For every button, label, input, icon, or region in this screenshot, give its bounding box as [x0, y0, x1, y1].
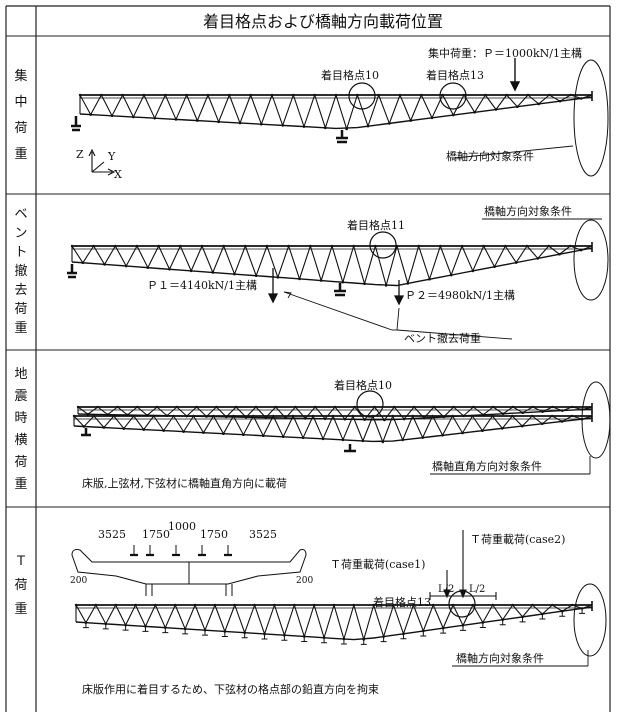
note-row3: 床版,上弦材,下弦材に橋軸直角方向に載荷 [82, 476, 287, 490]
label-node13-row1: 着目格点13 [426, 68, 484, 82]
axis-triad [88, 148, 116, 176]
table-frame [5, 5, 611, 712]
dim-1750-b: 1750 [200, 528, 228, 541]
focus-circle-node10 [348, 82, 376, 110]
focus-circle-node10-row3 [356, 390, 384, 418]
label-case1: Ｔ荷重載荷(case1) [330, 557, 425, 571]
dim-1000: 1000 [168, 520, 196, 533]
leader-lines-bent [283, 291, 513, 340]
deck-cross-section [71, 545, 307, 596]
condition-ellipse-row3 [581, 381, 611, 459]
truss-row2 [70, 242, 593, 287]
axis-label-z: Z [76, 148, 84, 161]
supports-row1 [71, 116, 348, 144]
label-half-b: L/2 [469, 584, 485, 595]
truss-row1 [78, 91, 593, 131]
focus-circle-node11 [369, 231, 397, 259]
condition-ellipse-row1 [573, 59, 609, 177]
label-half-a: L/2 [438, 584, 454, 595]
axis-label-x: X [114, 168, 122, 181]
load-arrows-bent [267, 268, 405, 306]
label-node11-row2: 着目格点11 [347, 218, 405, 232]
condition-ellipse-row4 [573, 583, 607, 657]
label-condition-row3: 橋軸直角方向対象条件 [432, 459, 542, 473]
label-case2: Ｔ荷重載荷(case2) [470, 532, 565, 546]
truss-row3-lower [72, 412, 593, 444]
row-label-concentrated: 集中荷重 [14, 68, 27, 162]
label-condition-row2: 橋軸方向対象条件 [484, 204, 572, 218]
truss-row4 [74, 601, 593, 645]
condition-ellipse-row2 [573, 219, 609, 301]
t-load-arrows [429, 530, 497, 600]
row-label-seismic: 地震時横荷重 [14, 367, 27, 492]
axis-label-y: Y [107, 150, 116, 163]
dim-1750-a: 1750 [142, 528, 170, 541]
dim-200-right: 200 [296, 576, 313, 586]
label-node10-row1: 着目格点10 [321, 68, 379, 82]
label-p2-row2: Ｐ２＝4980kN/1主構 [405, 289, 515, 302]
supports-row3 [81, 428, 356, 453]
supports-row2 [67, 264, 346, 297]
dim-200-left: 200 [70, 576, 87, 586]
row-label-bent-removal: ベント撤去荷重 [14, 207, 27, 336]
label-condition-row1: 橋軸方向対象条件 [446, 149, 534, 163]
row-label-t-load: Ｔ荷重 [14, 554, 27, 617]
focus-circle-node13 [439, 82, 467, 110]
note-row4: 床版作用に着目するため、下弦材の格点部の鉛直方向を拘束 [82, 682, 379, 696]
dim-3525-left: 3525 [98, 528, 126, 541]
label-bent-removal: ベント撤去荷重 [404, 331, 481, 345]
label-load-p1000: 集中荷重：Ｐ＝1000kN/1主構 [428, 46, 582, 60]
load-arrow-p1000 [509, 58, 521, 92]
label-p1-row2: Ｐ１＝4140kN/1主構 [147, 279, 257, 292]
dim-3525-right: 3525 [249, 528, 277, 541]
label-node13-row4: 着目格点13 [373, 595, 431, 609]
label-condition-row4: 橋軸方向対象条件 [456, 651, 544, 665]
table-title: 着目格点および橋軸方向載荷位置 [203, 12, 443, 31]
label-node10-row3: 着目格点10 [334, 378, 392, 392]
